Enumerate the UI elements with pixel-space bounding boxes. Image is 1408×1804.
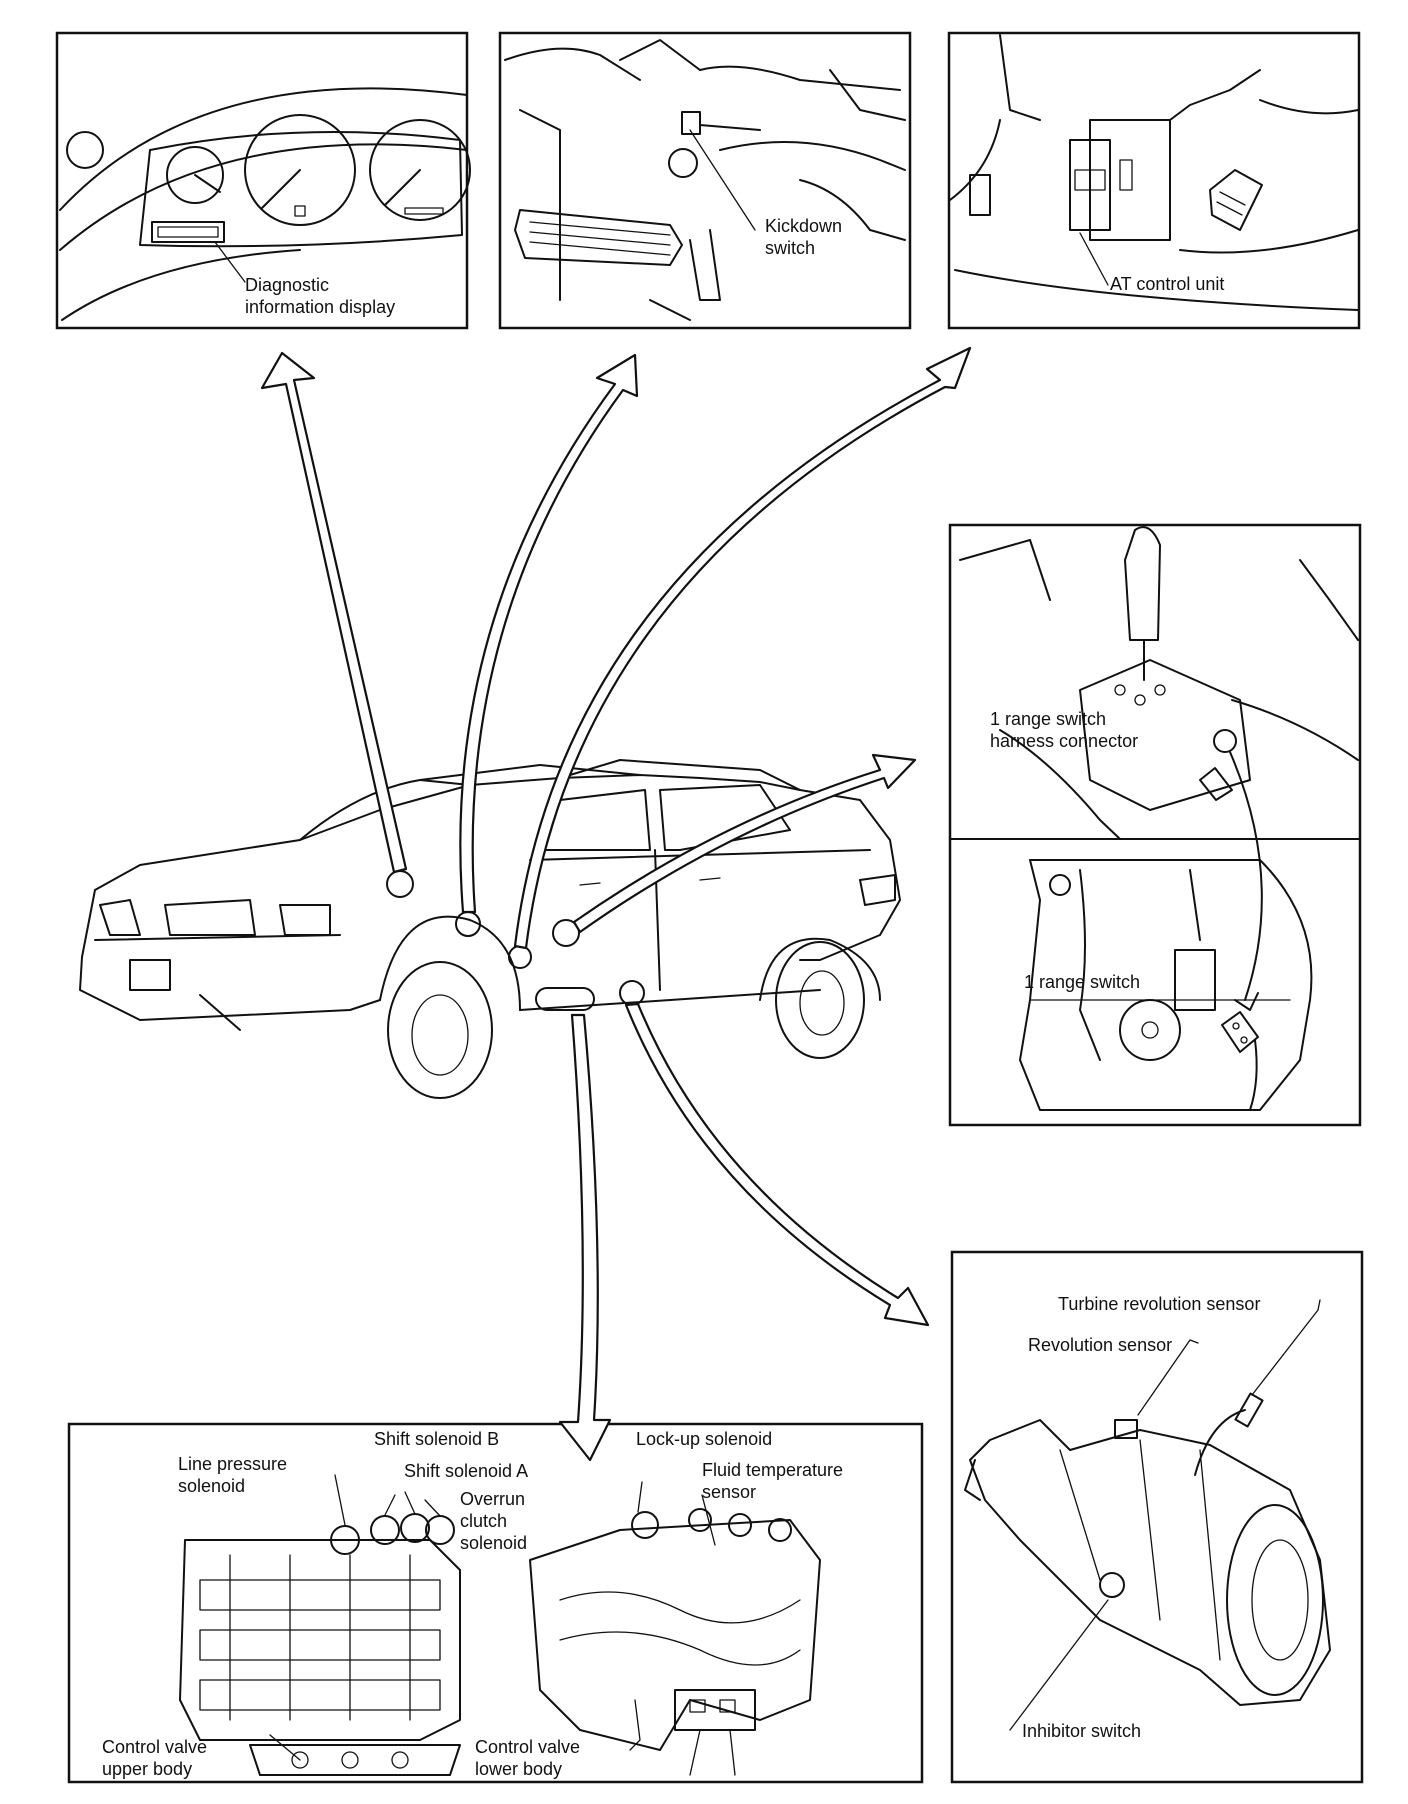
- arrow-to-transmission: [624, 1002, 930, 1327]
- range-switch-label: 1 range switch: [1024, 972, 1141, 992]
- range-switch-connector-label: 1 range switch harness connector: [990, 709, 1139, 751]
- car-illustration: [79, 759, 901, 1099]
- anchor-range-switch: [552, 919, 580, 947]
- arrow-to-kickdown: [459, 353, 639, 914]
- control-valve-lower-body-label: Control valve lower body: [475, 1737, 581, 1779]
- anchor-kickdown: [455, 911, 481, 937]
- shift-lever-icon: [959, 526, 1359, 1111]
- shift-solenoid-a-label: Shift solenoid A: [404, 1461, 529, 1481]
- control-unit-icon: [949, 34, 1359, 311]
- control-valve-upper-body-label: Control valve upper body: [102, 1737, 208, 1779]
- lockup-solenoid-label: Lock-up solenoid: [636, 1429, 773, 1449]
- kickdown-panel: [498, 31, 912, 330]
- anchor-valve-body: [535, 987, 595, 1011]
- shift-solenoid-b-label: Shift solenoid B: [374, 1429, 500, 1449]
- inhibitor-switch-label: Inhibitor switch: [1022, 1721, 1142, 1741]
- arrow-to-valve-body: [558, 1013, 612, 1462]
- kickdown-switch-label: Kickdown switch: [765, 216, 843, 258]
- revolution-sensor-label: Revolution sensor: [1028, 1335, 1173, 1355]
- gauge-icon: [59, 87, 471, 321]
- at-control-unit-label: AT control unit: [1110, 274, 1225, 294]
- diagnostic-display-label: Diagnostic information display: [245, 275, 396, 317]
- dashboard-panel: [55, 31, 469, 330]
- arrow-to-range-switch: [572, 753, 917, 934]
- range-switch-panel: [948, 523, 1362, 1127]
- arrow-to-dashboard: [260, 351, 408, 874]
- anchor-control-unit: [508, 945, 532, 969]
- transmission-icon: [964, 1299, 1331, 1731]
- arrow-to-control-unit: [513, 346, 972, 950]
- valve-body-icon: [179, 1474, 821, 1776]
- overrun-clutch-solenoid-label: Overrun clutch solenoid: [460, 1489, 528, 1553]
- pedal-icon: [504, 39, 906, 321]
- turbine-sensor-label: Turbine revolution sensor: [1058, 1294, 1261, 1314]
- anchor-dashboard: [386, 870, 414, 898]
- valve-body-panel: [67, 1422, 924, 1784]
- fluid-temperature-sensor-label: Fluid temperature sensor: [702, 1460, 844, 1502]
- control-unit-panel: [947, 31, 1361, 330]
- anchor-transmission: [619, 980, 645, 1006]
- line-pressure-solenoid-label: Line pressure solenoid: [178, 1454, 288, 1496]
